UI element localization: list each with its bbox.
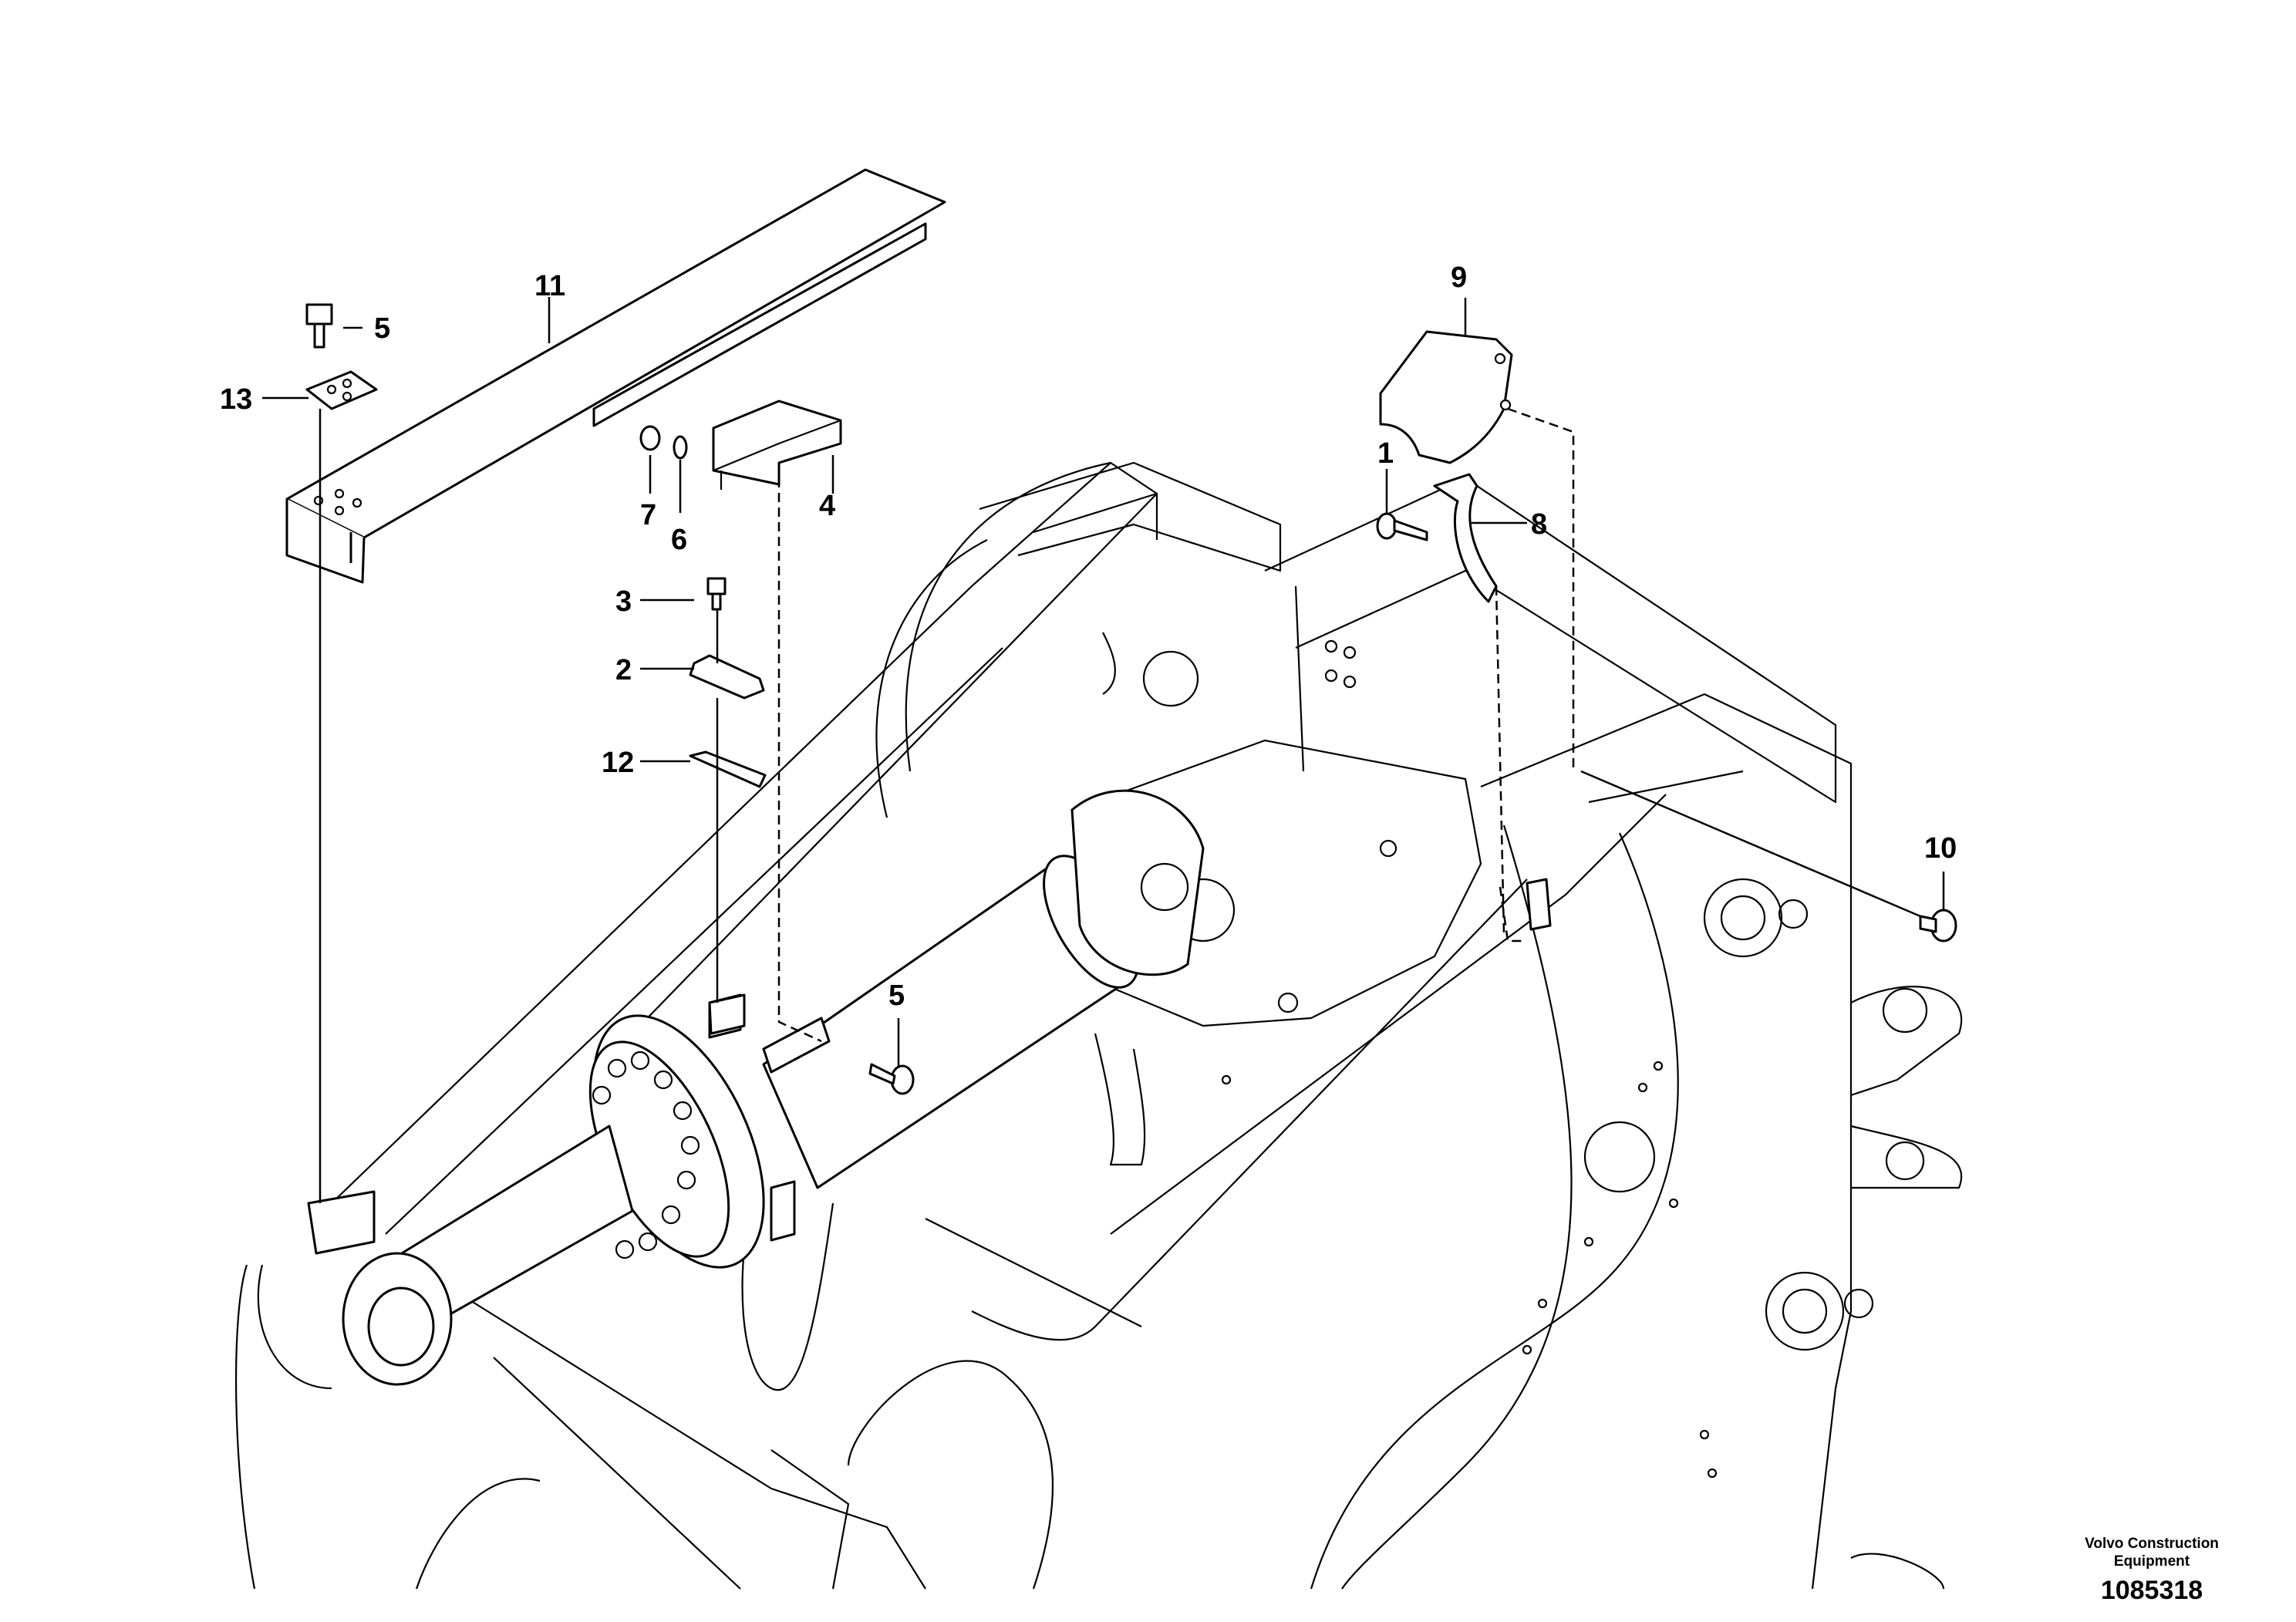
callout-6: 6 xyxy=(671,524,687,556)
lift-cylinder xyxy=(257,789,1205,1390)
part-13-plate xyxy=(305,370,378,410)
brand-label: Volvo Construction Equipment xyxy=(2052,1535,2252,1570)
callout-5-lower: 5 xyxy=(888,980,905,1012)
callout-11: 11 xyxy=(534,270,565,302)
part-5-bolt-upper xyxy=(305,303,333,349)
part-3-screw xyxy=(706,577,727,611)
brand-line-1: Volvo Construction xyxy=(2085,1536,2219,1552)
callout-12: 12 xyxy=(602,747,634,779)
part-7-nut xyxy=(639,425,661,451)
callout-numbers: 11 5 13 7 6 4 3 2 12 5 9 1 8 10 xyxy=(220,261,1957,1012)
loader-frame xyxy=(234,461,1963,1590)
callout-5-upper: 5 xyxy=(374,312,390,345)
callout-3: 3 xyxy=(615,585,632,618)
part-5-bolt-lower xyxy=(868,1063,915,1095)
slotted-plate xyxy=(762,1017,831,1074)
callout-1: 1 xyxy=(1377,437,1394,470)
part-10-bolt xyxy=(1919,909,1957,943)
callout-8: 8 xyxy=(1531,508,1547,541)
part-6-washer xyxy=(673,435,688,460)
document-number: 1085318 xyxy=(2100,1576,2203,1605)
mount-block-right xyxy=(1526,878,1552,931)
assembly-dashed-lines xyxy=(777,407,1575,1043)
part-2-clamp xyxy=(689,654,765,700)
flange-bolts xyxy=(576,1050,700,1259)
brand-line-2: Equipment xyxy=(2113,1553,2190,1570)
callout-4: 4 xyxy=(819,490,835,522)
callout-7: 7 xyxy=(640,499,656,531)
mount-pad-center xyxy=(708,993,746,1035)
part-4-channel-bracket xyxy=(712,400,842,490)
callout-10: 10 xyxy=(1924,832,1957,865)
part-9-hood-cover xyxy=(1379,330,1513,464)
part-11-cover-plate xyxy=(285,168,946,584)
leader-lines xyxy=(262,297,1945,1203)
part-12-strip xyxy=(689,750,767,788)
callout-13: 13 xyxy=(220,383,252,416)
mount-pad-left xyxy=(307,1190,376,1255)
callout-2: 2 xyxy=(615,654,632,686)
part-1-bolt xyxy=(1376,512,1428,541)
callout-9: 9 xyxy=(1451,261,1467,294)
